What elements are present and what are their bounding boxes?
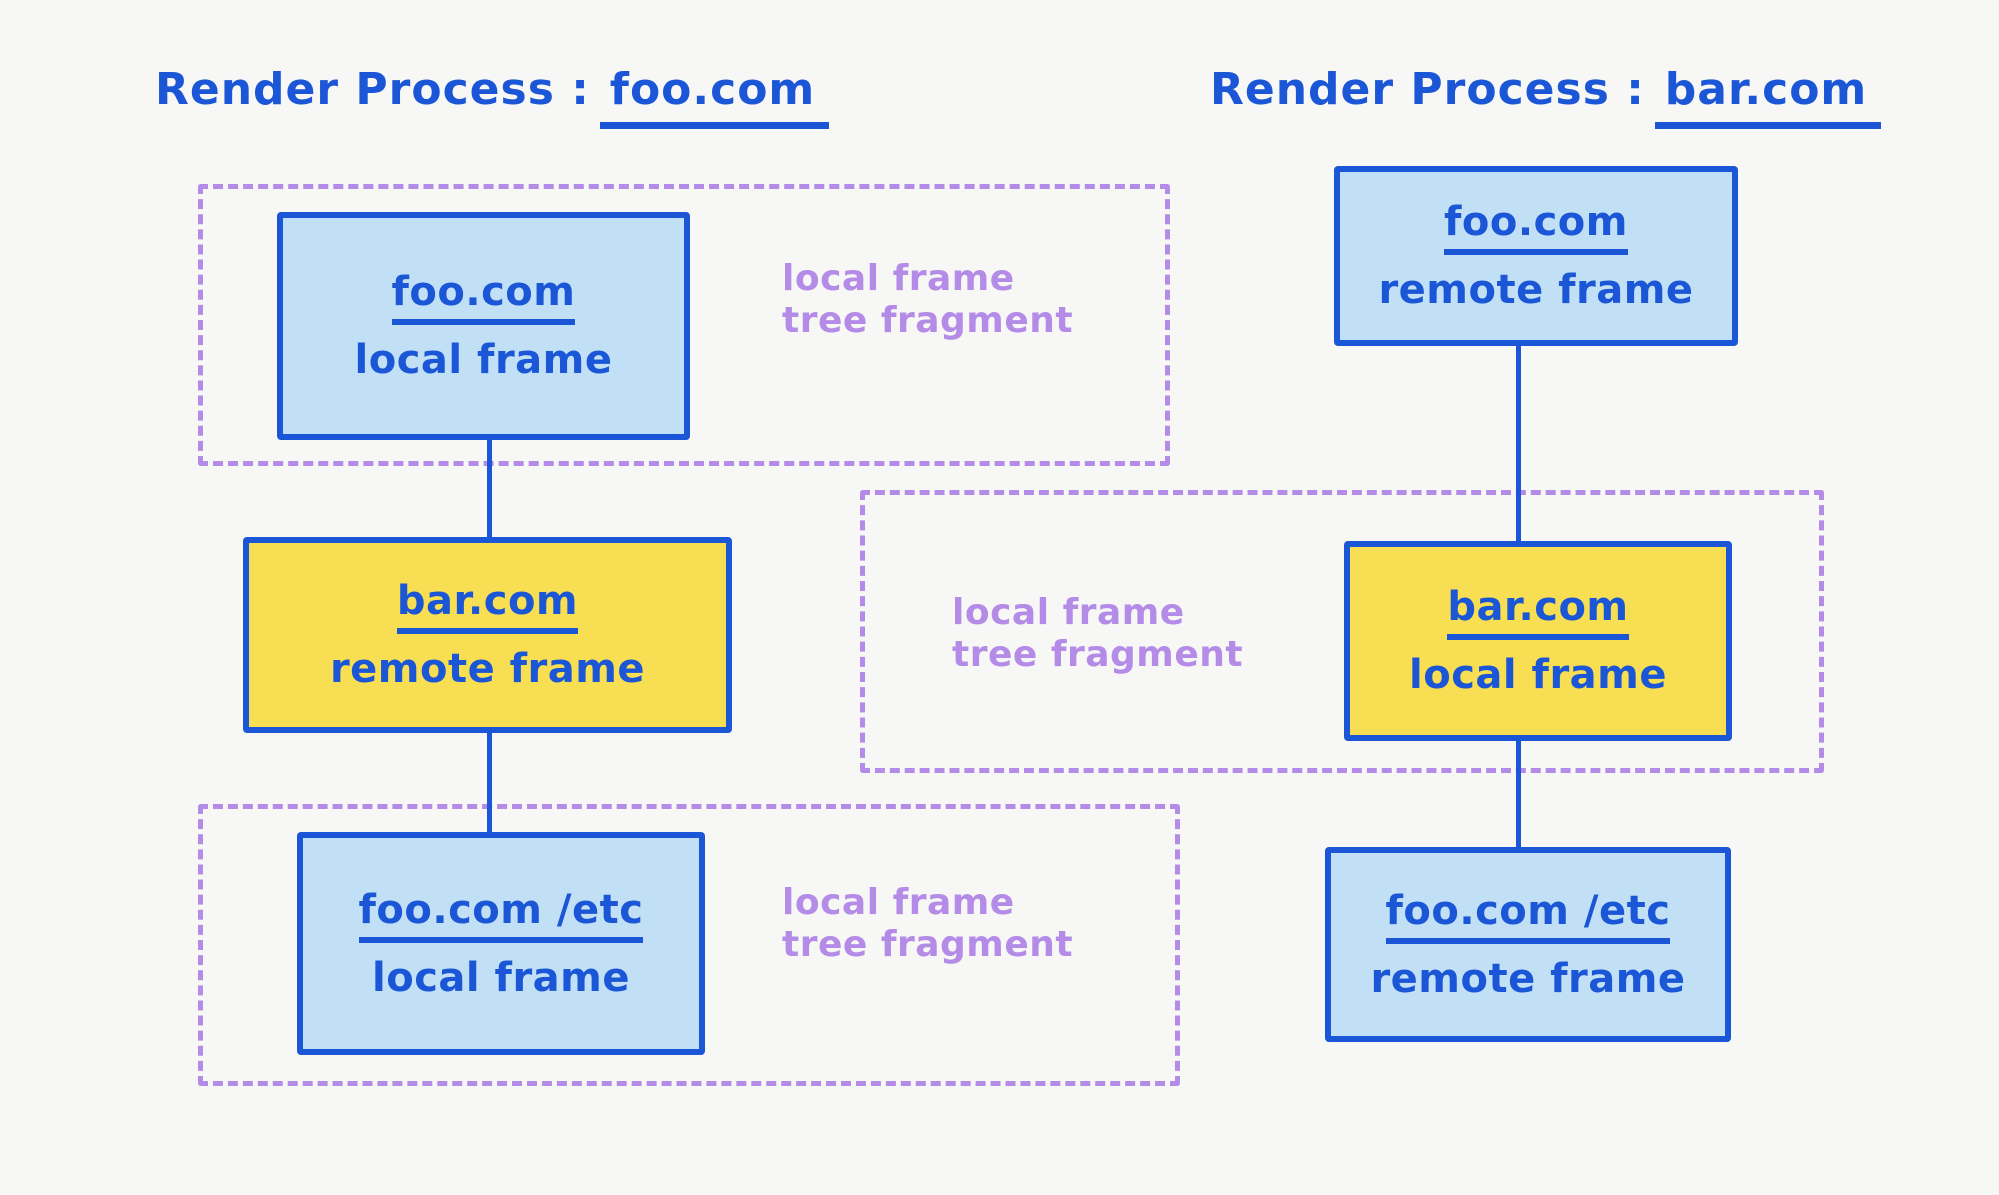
frame-kind: local frame <box>1409 652 1667 698</box>
render-process-header-right: Render Process : bar.com <box>1210 54 1882 131</box>
fragment-label-middle: local frame tree fragment <box>952 592 1244 676</box>
frame-kind: remote frame <box>329 646 646 692</box>
connector-left-1-2 <box>487 435 492 540</box>
frame-url: foo.com /etc <box>358 889 644 943</box>
connector-right-2-3 <box>1516 740 1521 850</box>
fragment-label-left-top: local frame tree fragment <box>782 258 1074 342</box>
frame-box-left-bar-remote[interactable]: bar.com remote frame <box>243 537 732 733</box>
render-process-label-left: Render Process : <box>155 64 590 115</box>
frame-url: foo.com <box>391 271 576 325</box>
frame-url: foo.com /etc <box>1385 890 1671 944</box>
connector-left-2-3 <box>487 730 492 835</box>
frame-box-right-foo-remote[interactable]: foo.com remote frame <box>1334 166 1738 346</box>
fragment-label-left-bottom: local frame tree fragment <box>782 882 1074 966</box>
render-process-header-left: Render Process : foo.com <box>155 54 830 131</box>
frame-kind: local frame <box>372 954 630 1001</box>
frame-box-left-fooetc-local[interactable]: foo.com /etc local frame <box>297 832 705 1055</box>
fragment-group-left-top <box>198 184 1170 466</box>
render-process-domain-right: bar.com <box>1654 54 1882 131</box>
frame-url: bar.com <box>396 580 579 634</box>
frame-kind: remote frame <box>1370 955 1686 1002</box>
fragment-group-left-bottom <box>198 804 1180 1086</box>
frame-url: foo.com <box>1444 201 1628 255</box>
render-process-label-right: Render Process : <box>1210 64 1645 115</box>
connector-right-1-2 <box>1516 342 1521 542</box>
frame-url: bar.com <box>1447 586 1629 640</box>
frame-box-right-bar-local[interactable]: bar.com local frame <box>1344 541 1732 741</box>
frame-box-right-fooetc-remote[interactable]: foo.com /etc remote frame <box>1325 847 1731 1042</box>
fragment-group-middle <box>860 490 1824 773</box>
frame-kind: local frame <box>354 337 613 383</box>
render-process-domain-left: foo.com <box>599 54 830 131</box>
frame-kind: remote frame <box>1378 267 1694 313</box>
frame-box-left-foo-local[interactable]: foo.com local frame <box>277 212 690 440</box>
